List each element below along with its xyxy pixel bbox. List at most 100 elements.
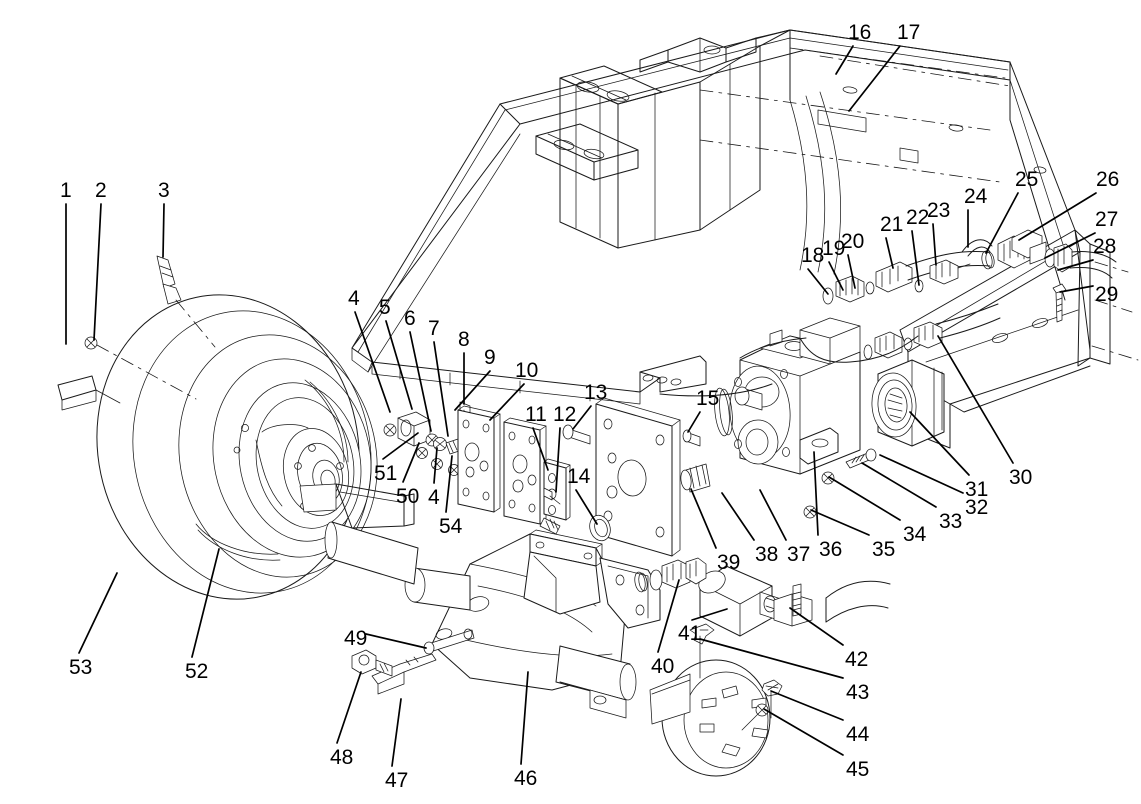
leader-line-44 <box>770 690 844 721</box>
callout-number-2: 2 <box>95 179 107 202</box>
oil-filter <box>871 359 945 447</box>
gearbox-mounting-plate <box>562 397 701 557</box>
callout-number-30: 30 <box>1009 466 1033 489</box>
leader-line-9 <box>454 370 491 411</box>
leader-line-49 <box>365 633 427 649</box>
leader-line-6 <box>409 331 432 432</box>
callout-leader-lines <box>65 45 1097 767</box>
leader-line-46 <box>520 671 529 765</box>
callout-number-32: 32 <box>965 496 989 519</box>
callout-number-23: 23 <box>927 199 951 222</box>
callout-number-8: 8 <box>458 328 470 351</box>
leader-line-33 <box>861 462 937 508</box>
leader-line-48 <box>336 671 362 744</box>
callout-number-51: 51 <box>374 462 398 485</box>
leader-line-22 <box>911 230 920 286</box>
callout-number-14: 14 <box>567 465 591 488</box>
leader-line-37 <box>759 489 787 541</box>
leader-line-51 <box>382 432 419 460</box>
callout-number-52: 52 <box>185 660 209 683</box>
callout-number-19: 19 <box>822 237 846 260</box>
leader-line-2 <box>93 203 102 341</box>
callout-number-25: 25 <box>1015 168 1039 191</box>
callout-number-5: 5 <box>379 296 391 319</box>
leader-line-4 <box>433 447 438 484</box>
filter-mount-bolts <box>803 448 877 519</box>
axle-tube-left <box>324 521 419 585</box>
tire-and-wheel-assembly <box>57 255 415 600</box>
callout-number-31: 31 <box>965 478 989 501</box>
leader-line-13 <box>572 405 592 430</box>
leader-line-3 <box>162 203 165 258</box>
callout-number-28: 28 <box>1093 235 1117 258</box>
callout-number-37: 37 <box>787 543 811 566</box>
callout-number-10: 10 <box>515 359 539 382</box>
callout-number-18: 18 <box>801 244 825 267</box>
leader-line-5 <box>385 320 413 410</box>
callout-number-24: 24 <box>964 185 988 208</box>
callout-number-12: 12 <box>553 403 577 426</box>
callout-number-17: 17 <box>897 21 921 44</box>
leader-line-20 <box>847 254 856 289</box>
callout-number-4: 4 <box>428 486 440 509</box>
callout-number-39: 39 <box>717 551 741 574</box>
hydrostatic-pump-body <box>729 317 861 475</box>
rear-axle-housing <box>351 529 661 701</box>
leader-line-50 <box>402 442 420 483</box>
leader-line-38 <box>721 492 755 541</box>
seal-and-oring-group <box>680 387 733 493</box>
leader-line-10 <box>489 383 525 421</box>
leader-line-36 <box>813 451 819 536</box>
callout-number-44: 44 <box>846 723 870 746</box>
callout-number-42: 42 <box>845 648 869 671</box>
callout-number-9: 9 <box>484 346 496 369</box>
callout-number-22: 22 <box>906 206 930 229</box>
callout-number-4: 4 <box>348 287 360 310</box>
callout-number-1: 1 <box>60 179 72 202</box>
leader-line-40 <box>657 579 680 653</box>
hydraulic-fittings-lower <box>739 303 1001 360</box>
leader-line-27 <box>1044 232 1096 259</box>
leader-line-16 <box>835 45 854 75</box>
leader-line-39 <box>690 488 717 549</box>
callout-number-15: 15 <box>696 387 720 410</box>
callout-number-6: 6 <box>404 307 416 330</box>
leader-line-29 <box>1059 285 1094 293</box>
callout-number-54: 54 <box>439 515 463 538</box>
callout-number-29: 29 <box>1095 283 1119 306</box>
leader-line-32 <box>879 454 964 494</box>
callout-number-33: 33 <box>939 510 963 533</box>
leader-line-41 <box>691 608 728 621</box>
leader-line-12 <box>555 427 561 493</box>
leader-line-4 <box>354 311 391 413</box>
brake-drum-hub <box>559 623 783 777</box>
callout-number-50: 50 <box>396 485 420 508</box>
callout-number-48: 48 <box>330 746 354 769</box>
callout-number-46: 46 <box>514 767 538 790</box>
leader-line-53 <box>78 572 118 654</box>
callout-number-36: 36 <box>819 538 843 561</box>
leader-line-31 <box>909 411 970 476</box>
leader-line-26 <box>1018 192 1097 241</box>
callout-number-45: 45 <box>846 758 870 781</box>
leader-line-35 <box>810 509 870 536</box>
leader-line-47 <box>391 698 402 767</box>
leader-line-14 <box>575 489 598 525</box>
spindle-hardware-row <box>383 401 571 535</box>
callout-number-7: 7 <box>428 317 440 340</box>
callout-number-38: 38 <box>755 543 779 566</box>
leader-line-30 <box>937 335 1014 464</box>
callout-number-40: 40 <box>651 655 675 678</box>
leader-line-25 <box>985 192 1019 254</box>
leader-line-34 <box>828 476 901 521</box>
leader-line-21 <box>885 237 894 269</box>
callout-number-13: 13 <box>584 381 608 404</box>
callout-number-35: 35 <box>872 538 896 561</box>
leader-line-23 <box>932 223 937 266</box>
hydraulic-cylinder-41 <box>634 557 891 637</box>
leader-line-18 <box>807 268 829 295</box>
callout-number-34: 34 <box>903 523 927 546</box>
callout-number-47: 47 <box>385 769 409 792</box>
